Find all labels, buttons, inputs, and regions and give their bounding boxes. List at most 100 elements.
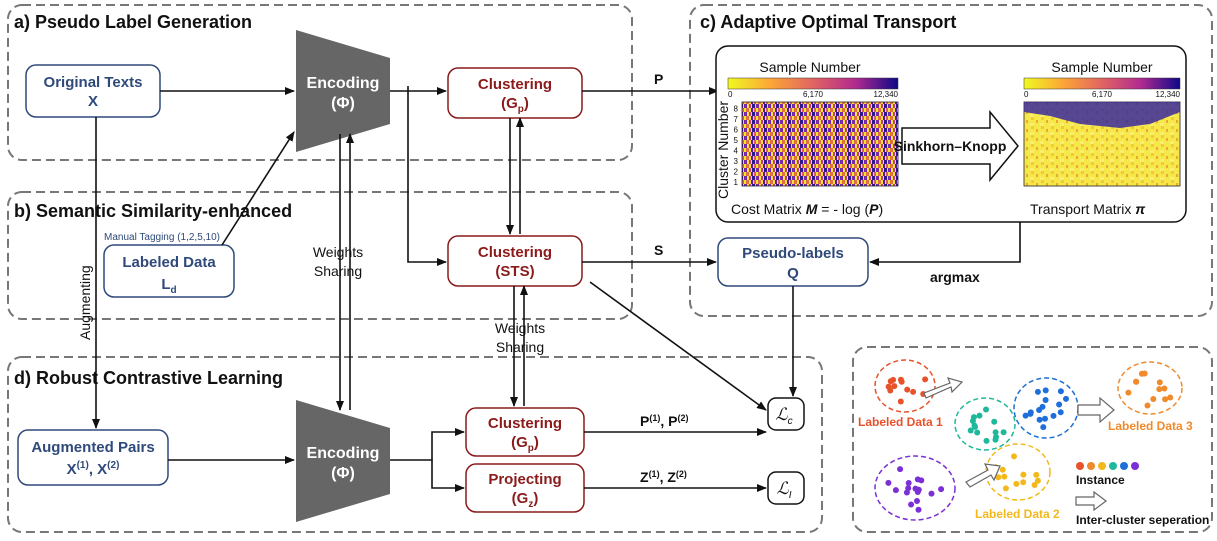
cluster-point [1011,453,1017,460]
cost-y-tick: 6 [734,126,739,135]
clustering-bottom-box: Clustering (Gp) [465,407,585,457]
weights-sharing-label-2: Sharing [314,263,362,279]
weights-sharing-label-3: Weights [495,320,545,336]
cost-y-tick: 1 [734,178,739,187]
cost-cluster-axis: Cluster Number [715,101,731,199]
clustering-bottom-symbol: (Gp) [511,434,539,454]
cluster-point [910,388,917,395]
cost-tick-2: 12,340 [874,90,899,99]
clustering-top-box: Clustering (Gp) [447,67,583,119]
cluster-point [1156,379,1163,386]
transport-colorbar [1023,77,1181,90]
projecting-symbol: (Gz) [512,490,539,510]
original-texts-symbol: X [88,93,98,110]
p-pair-label: P(1), P(2) [640,413,688,429]
projecting-box: Projecting (Gz) [465,463,585,513]
separation-arrow-2 [1077,396,1115,424]
instance-dot [1120,462,1128,470]
encoder-top-phi: (Φ) [331,95,355,112]
weights-sharing-label-4: Sharing [496,339,544,355]
separation-legend-arrow [1075,490,1107,512]
instance-label: Instance [1076,473,1125,487]
legend-box [852,346,1213,533]
s-label: S [654,242,663,258]
instance-dot [1087,462,1095,470]
labeled-data-symbol: Ld [161,276,176,296]
separation-arrow-3 [965,463,1001,488]
original-texts-label: Original Texts [44,74,143,91]
cost-y-tick: 4 [734,147,739,156]
cluster-point [1039,403,1046,410]
cluster-point [1133,378,1139,385]
cluster-point [1141,370,1148,377]
original-texts-box: Original Texts X [25,64,161,118]
clustering-top-symbol: (Gp) [501,95,529,115]
transport-tick-1: 6,170 [1092,90,1113,99]
cluster-point [892,487,899,494]
cluster-point [1057,388,1064,395]
labeled-data-1-label: Labeled Data 1 [858,415,943,429]
projecting-label: Projecting [488,471,561,488]
clustering-top-label: Clustering [478,76,552,93]
sinkhorn-arrow: Sinkhorn–Knopp [894,109,1019,183]
cluster-point [897,466,904,473]
cluster-point [1022,412,1029,419]
cluster-point [999,466,1006,473]
loss-c-box: ℒc [767,397,805,431]
cluster-point [903,489,910,496]
cluster-point [897,376,904,383]
connectors [92,86,1021,492]
cluster-point [1031,482,1038,488]
augmented-pairs-box: Augmented Pairs X(1), X(2) [17,429,169,486]
cluster-point [1144,402,1151,409]
cluster-point [885,479,892,486]
cluster-point [915,506,922,513]
cluster-point [905,480,912,486]
cost-y-tick: 7 [734,115,739,124]
cluster-point [908,501,915,508]
cluster-point [1125,389,1132,396]
instance-dot [1109,462,1117,470]
cluster-point [971,422,978,429]
cluster-point [1056,401,1063,408]
encoder-bottom-label: Encoding [307,445,380,462]
encoder-top-label: Encoding [307,75,380,92]
argmax-label: argmax [930,269,980,285]
clustering-sts-box: Clustering (STS) [447,235,583,287]
cluster-point [1000,429,1007,436]
loss-i-box: ℒI [767,471,805,505]
cost-y-tick: 8 [734,105,739,114]
cluster-point [904,386,911,393]
cluster-point [897,398,904,405]
section-a-title: a) Pseudo Label Generation [14,12,252,32]
manual-tagging-label: Manual Tagging (1,2,5,10) [104,232,220,243]
cost-colorbar [727,77,899,90]
cluster-red [874,359,936,413]
instance-dot [1098,462,1106,470]
weights-sharing-label-1: Weights [313,244,363,260]
instance-swatch [1076,462,1139,470]
cluster-point [1150,396,1157,402]
cluster-point [914,498,920,504]
cluster-purple [874,455,956,521]
cost-y-tick: 5 [734,136,739,145]
sinkhorn-label: Sinkhorn–Knopp [894,138,1007,154]
transport-matrix: Sample Number 0 6,170 12,340 Transport M… [1023,59,1181,217]
cluster-point [938,486,945,493]
encoder-bottom: Encoding (Φ) [296,400,390,522]
cluster-point [1036,416,1043,423]
clustering-sts-label: Clustering [478,244,552,261]
labeled-data-2-label: Labeled Data 2 [975,507,1060,521]
cluster-point [1156,386,1163,393]
cluster-point [1042,387,1049,394]
labeled-data-3-label: Labeled Data 3 [1108,419,1193,433]
cluster-point [1050,412,1057,419]
cost-heatmap [741,101,899,187]
cluster-point [1161,385,1168,392]
cost-y-tick: 2 [734,168,739,177]
section-c-box [689,4,1213,317]
cluster-point [1063,395,1069,402]
cluster-point [914,476,921,483]
clustering-sts-symbol: (STS) [495,263,534,280]
